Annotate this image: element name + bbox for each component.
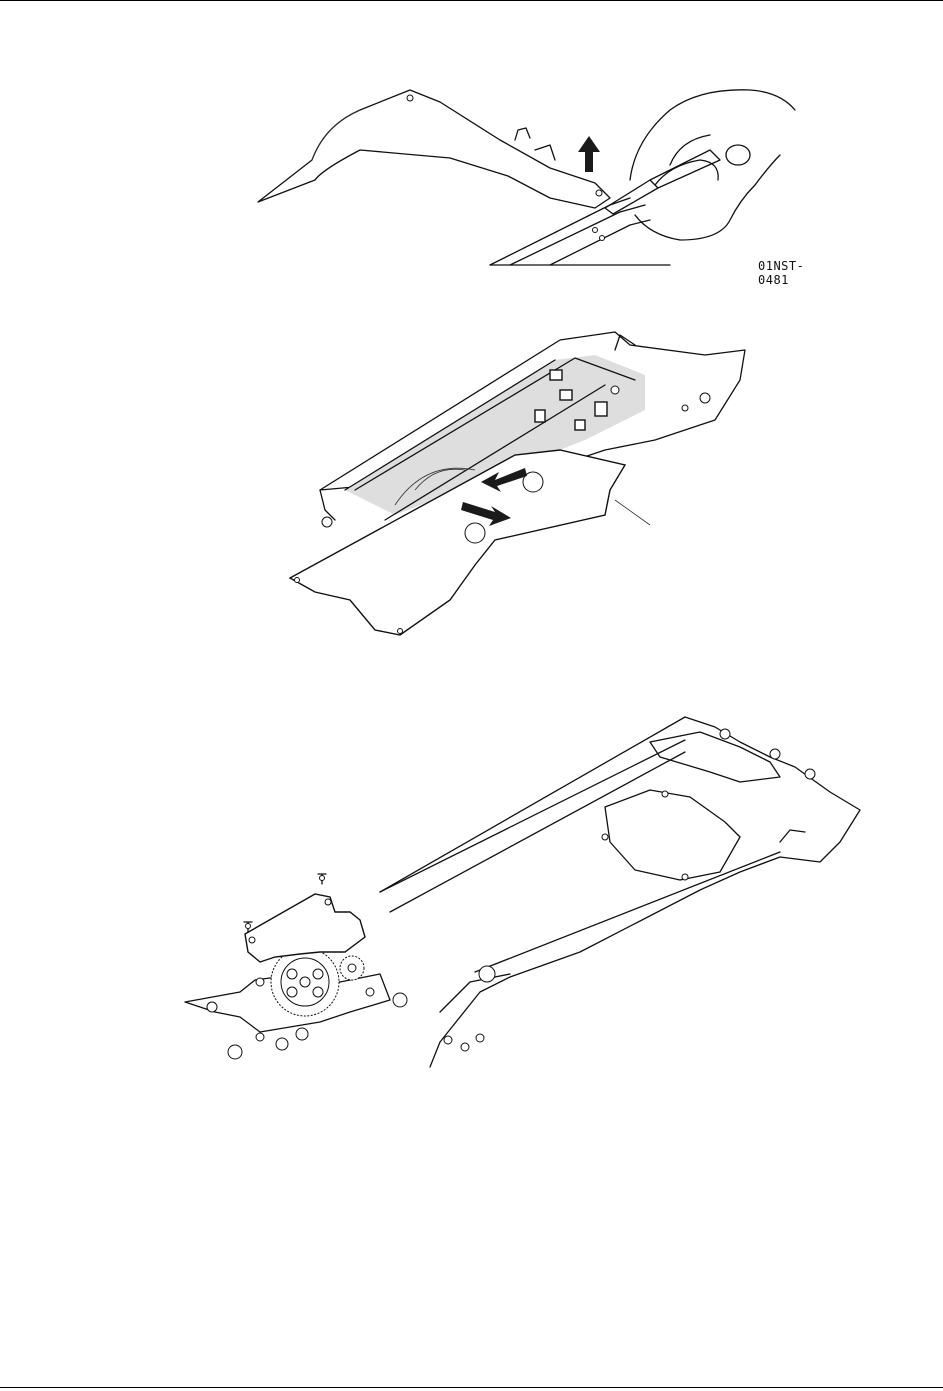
figure-1-drawing — [250, 80, 810, 275]
figure-2-board-cover — [285, 330, 755, 650]
figure-3-drawing — [180, 712, 885, 1072]
figure-2-drawing — [285, 330, 755, 650]
figure-3-chassis — [180, 712, 885, 1072]
figure-1-cover-lift: 01NST-0481 — [250, 80, 810, 275]
footer-rule — [0, 1387, 943, 1388]
header-rule — [0, 0, 943, 1]
figure-1-code: 01NST-0481 — [758, 259, 810, 287]
